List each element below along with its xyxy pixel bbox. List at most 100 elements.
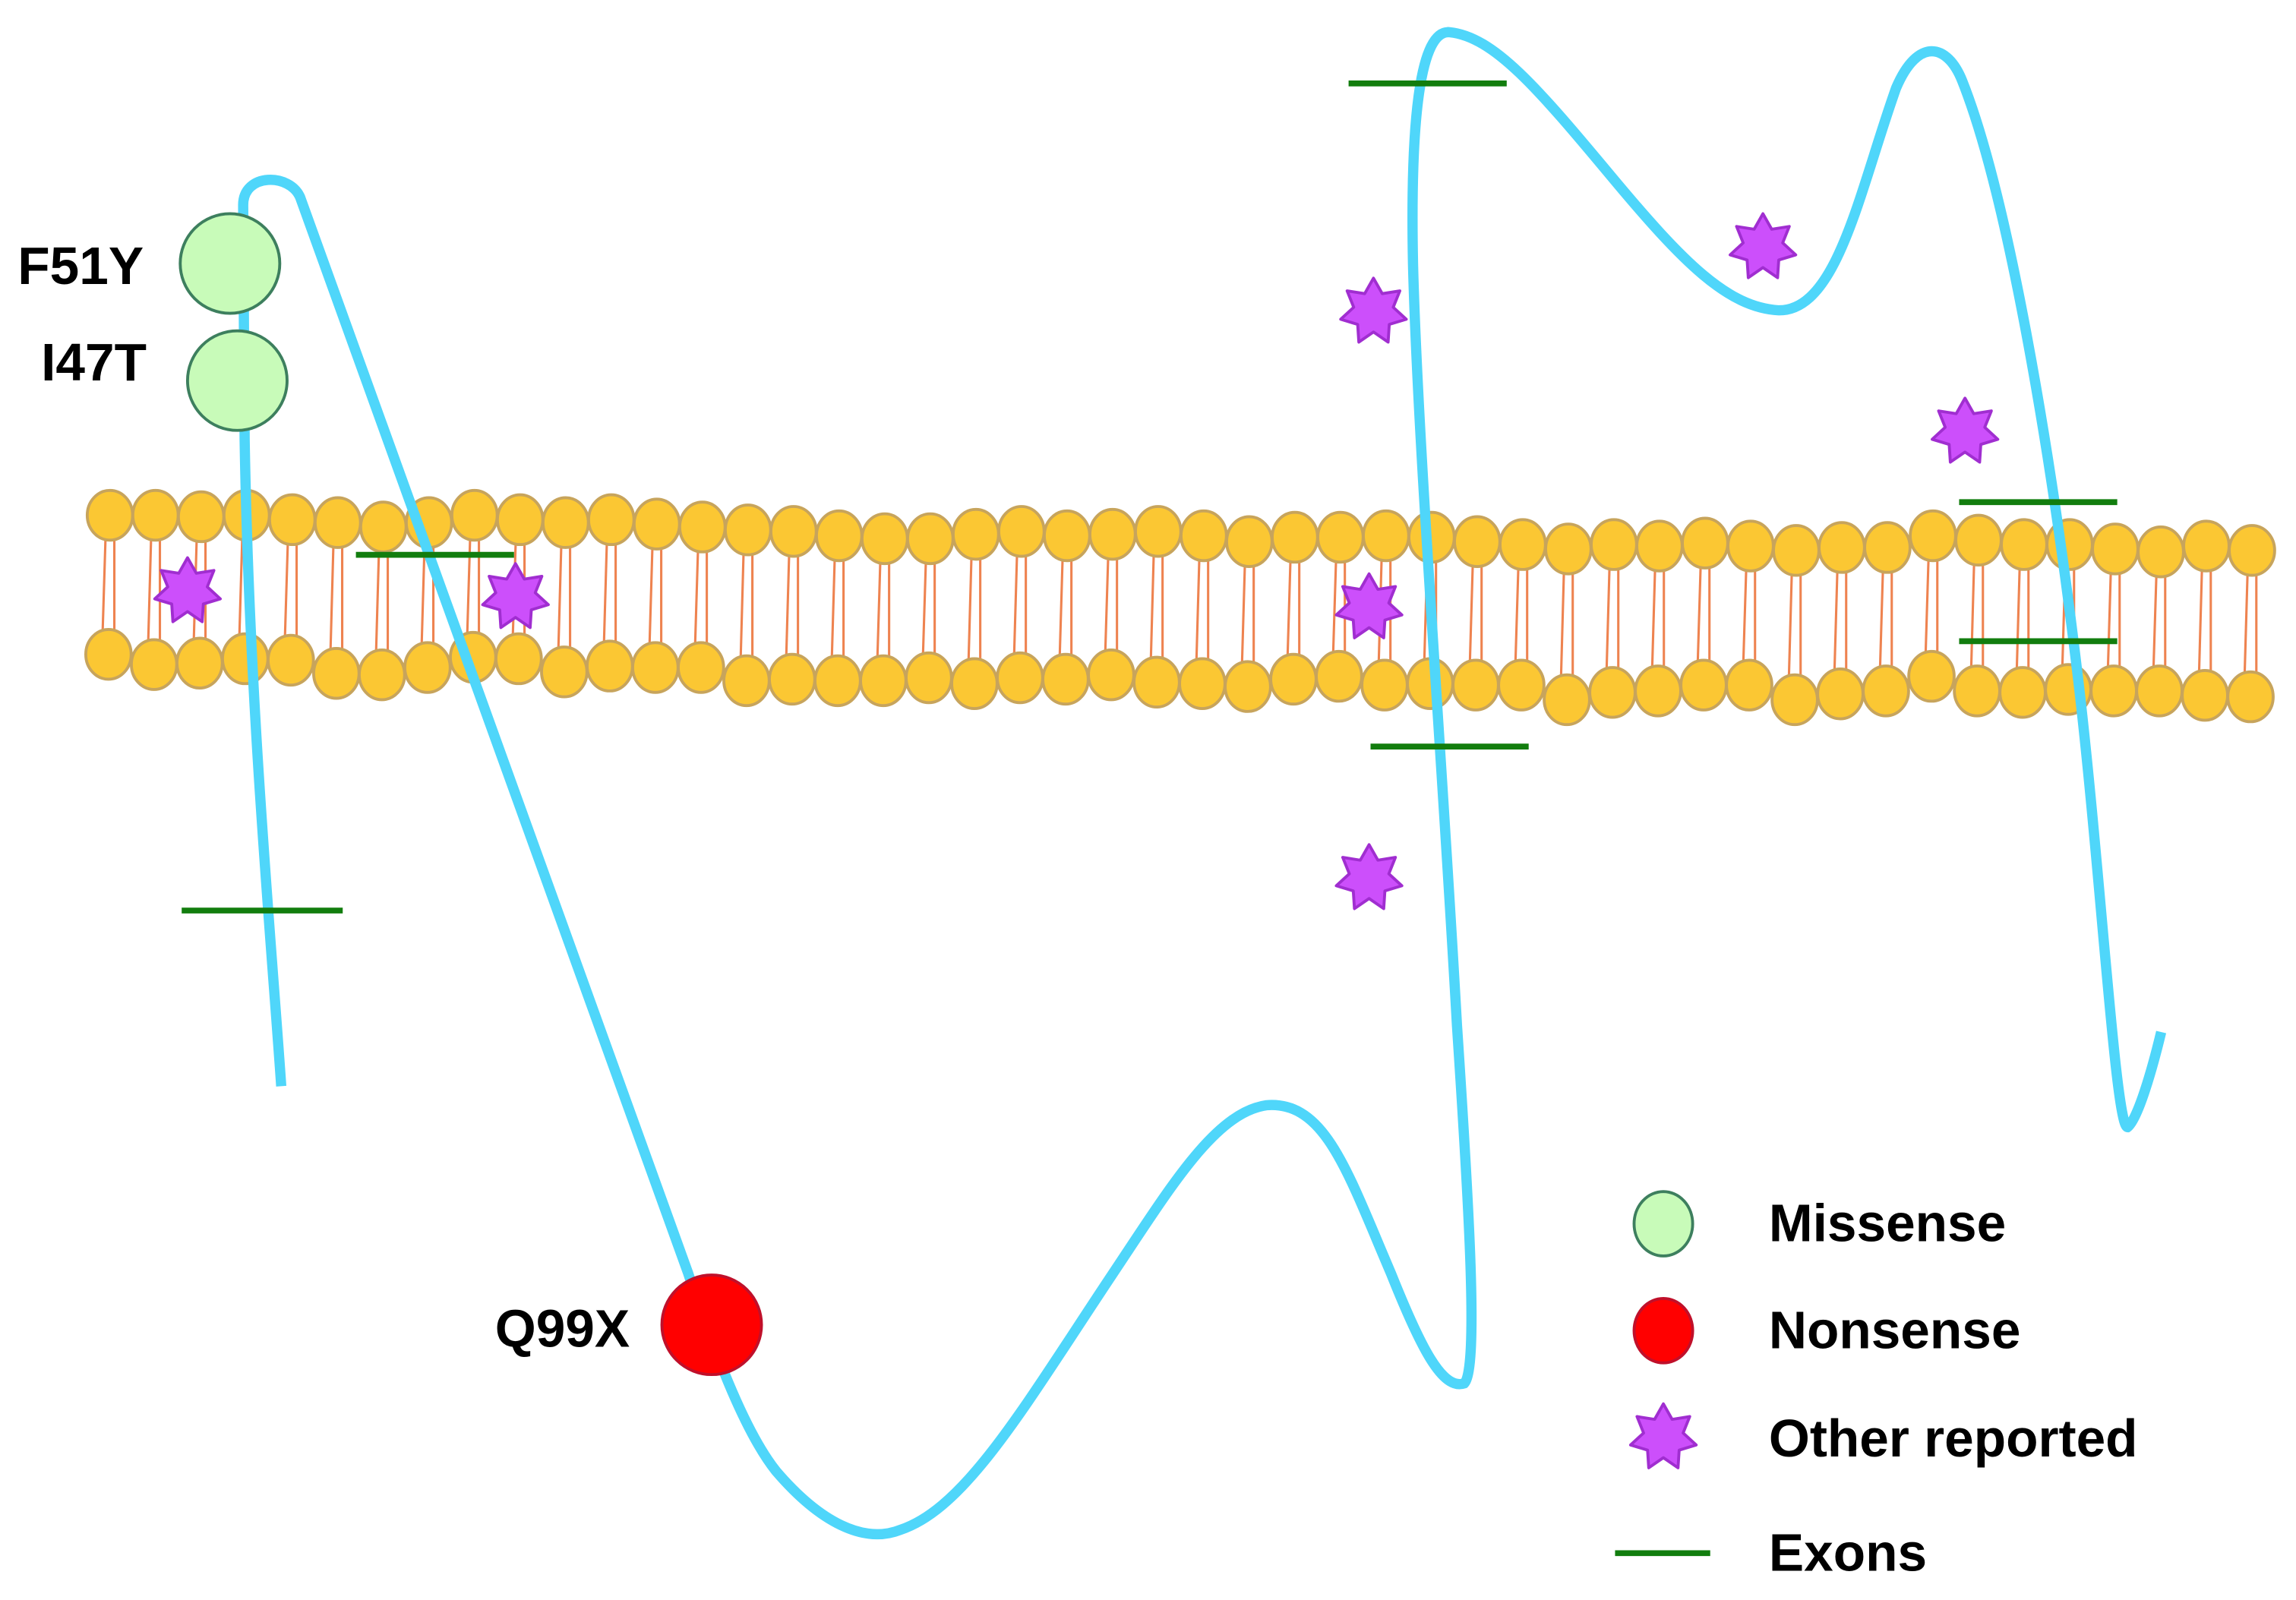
lipid-head — [130, 638, 178, 691]
lipid-head — [1043, 509, 1091, 563]
lipid-tail — [374, 548, 381, 653]
lipid-tail — [2243, 572, 2249, 675]
legend-label: Other reported — [1769, 1409, 2138, 1468]
star-icon[interactable] — [1339, 276, 1408, 344]
lipid-tail — [1240, 563, 1246, 665]
missense-marker[interactable] — [185, 329, 289, 432]
lipid-head — [1588, 666, 1637, 719]
nonsense-legend-icon — [1632, 1296, 1694, 1365]
lipid-head — [358, 648, 406, 702]
lipid-tail — [1195, 557, 1201, 662]
lipid-head — [2181, 668, 2229, 722]
lipid-head — [950, 657, 999, 710]
lipid-head — [1634, 664, 1682, 718]
lipid-head — [1635, 519, 1684, 573]
lipid-head — [1269, 652, 1318, 706]
lipid-head — [905, 651, 953, 705]
lipid-head — [1544, 522, 1593, 576]
legend-label: Nonsense — [1769, 1300, 2021, 1359]
lipid-head — [1453, 515, 1502, 568]
lipid-head — [859, 654, 908, 708]
mutation-label: Q99X — [495, 1299, 630, 1359]
lipid-head — [403, 641, 452, 694]
lipid-tail — [1468, 563, 1474, 664]
lipid-head — [1088, 507, 1137, 561]
lipid-head — [1225, 515, 1274, 568]
lipid-head — [1224, 660, 1272, 713]
lipid-head — [1770, 673, 1819, 727]
lipid-tail — [1742, 567, 1748, 664]
lipid-tail — [329, 544, 335, 652]
lipid-head — [2091, 522, 2140, 576]
lipid-head — [1543, 673, 1591, 727]
star-legend-icon — [1628, 1402, 1698, 1469]
missense-marker[interactable] — [178, 212, 282, 315]
lipid-tail — [1924, 557, 1930, 655]
lipid-head — [1679, 658, 1728, 712]
lipid-head — [997, 505, 1046, 558]
lipid-head — [1863, 521, 1912, 574]
lipid-tail — [1104, 556, 1110, 653]
lipid-head — [1271, 510, 1319, 564]
lipid-head — [1315, 649, 1363, 703]
lipid-tail — [693, 548, 700, 646]
star-icon[interactable] — [1729, 212, 1798, 279]
lipid-head — [540, 645, 589, 699]
exon-markers — [182, 80, 2118, 914]
lipid-tail — [1286, 559, 1292, 658]
lipid-head — [586, 493, 636, 547]
lipid-tail — [1969, 562, 1975, 670]
lipid-tail — [283, 541, 289, 639]
lipid-head — [175, 636, 224, 690]
mutation-label: I47T — [41, 333, 147, 392]
lipid-tail — [1833, 569, 1839, 672]
lipid-head — [176, 490, 226, 544]
lipid-head — [312, 647, 361, 700]
mutation-F51Y[interactable]: F51Y — [17, 212, 282, 315]
star-icon[interactable] — [1931, 396, 2000, 464]
lipid-head — [1816, 667, 1865, 721]
mutation-Q99X[interactable]: Q99X — [495, 1273, 763, 1377]
lipid-head — [1497, 658, 1546, 712]
legend-label: Missense — [1769, 1194, 2006, 1253]
lipid-bilayer — [84, 488, 2276, 727]
lipid-head — [2135, 664, 2184, 718]
lipid-head — [1134, 505, 1183, 558]
lipid-head — [2000, 518, 2048, 571]
lipid-tail — [785, 553, 791, 658]
lipid-head — [677, 641, 725, 694]
lipid-tail — [1787, 572, 1793, 678]
lipid-head — [678, 500, 727, 554]
lipid-head — [906, 512, 955, 566]
lipid-head — [768, 652, 816, 706]
star-icon[interactable] — [153, 556, 223, 623]
lipid-tail — [557, 544, 563, 650]
lipid-head — [633, 497, 681, 551]
mutation-I47T[interactable]: I47T — [41, 329, 289, 432]
lipid-tail — [967, 556, 973, 662]
missense-legend-icon — [1632, 1190, 1694, 1258]
protein-chain — [238, 27, 2167, 1540]
lipid-tail — [739, 551, 745, 659]
lipid-tail — [101, 537, 107, 633]
lipid-head — [815, 509, 864, 563]
lipid-head — [221, 632, 270, 686]
legend-label: Exons — [1769, 1523, 1927, 1582]
star-icon[interactable] — [1334, 572, 1404, 639]
nonsense-marker[interactable] — [660, 1273, 763, 1377]
lipid-head — [2182, 519, 2231, 573]
lipid-head — [495, 493, 545, 547]
lipid-tail — [876, 560, 882, 659]
lipid-head — [2226, 670, 2275, 724]
lipid-tail — [147, 537, 153, 643]
lipid-head — [1907, 649, 1956, 703]
lipid-head — [2089, 664, 2138, 718]
lipid-head — [131, 488, 180, 542]
lipid-tail — [1650, 567, 1656, 670]
star-icon[interactable] — [1334, 843, 1404, 910]
star-icon[interactable] — [481, 562, 550, 630]
lipid-head — [1681, 516, 1729, 570]
star-icon — [1628, 1402, 1698, 1469]
lipid-tail — [2106, 570, 2112, 670]
lipid-head — [1087, 648, 1135, 702]
